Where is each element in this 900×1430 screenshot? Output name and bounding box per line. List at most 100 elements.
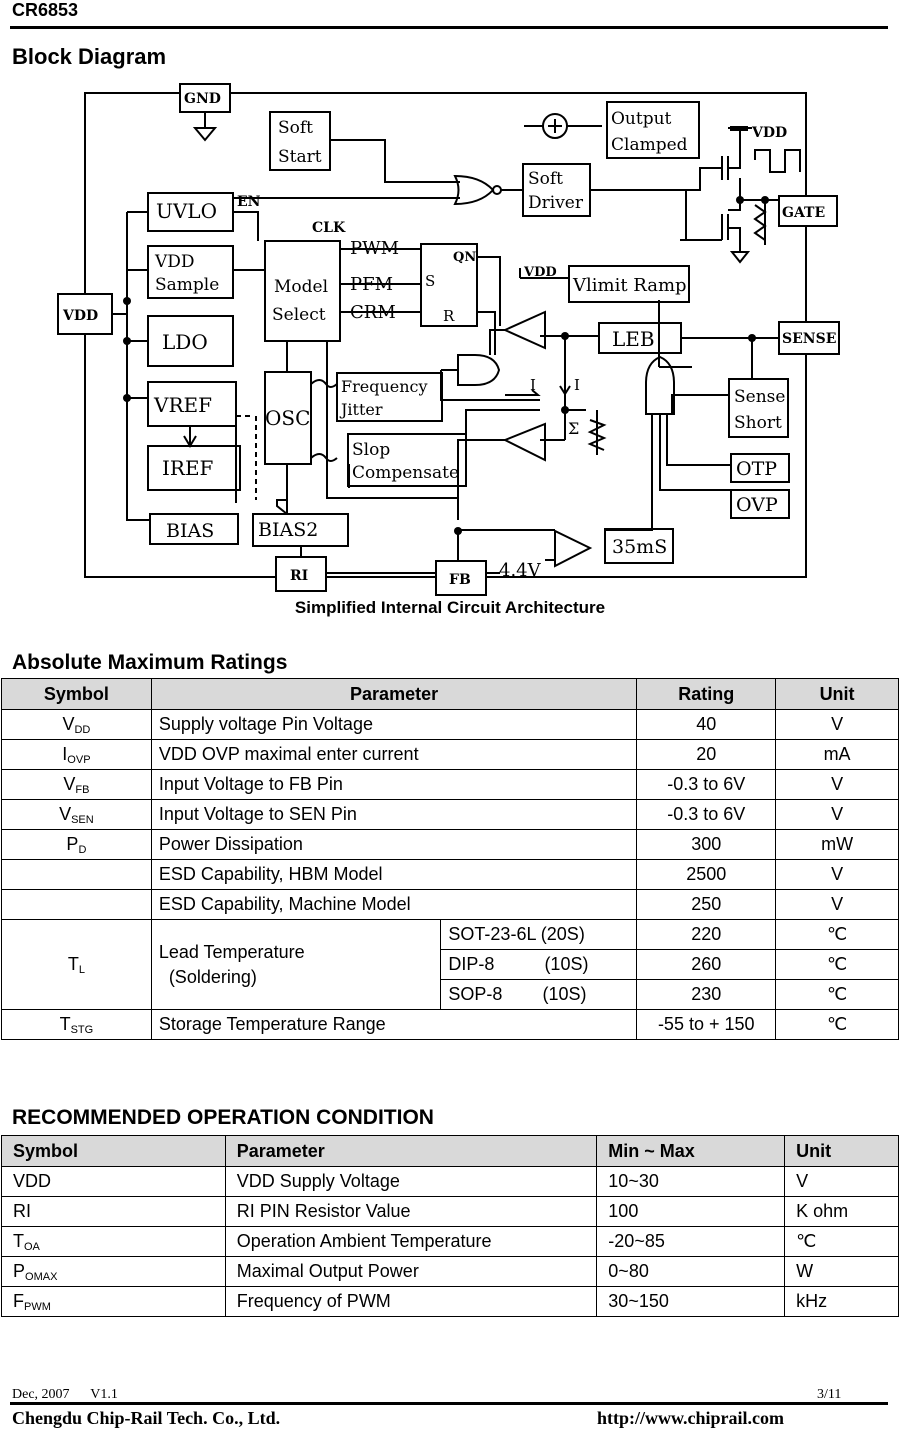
rec-range: 10~30 bbox=[596, 1166, 786, 1197]
abs-unit: V bbox=[775, 709, 899, 740]
abs-unit: V bbox=[775, 799, 899, 830]
abs-lead-rating: 220 bbox=[636, 919, 777, 950]
block-diagram-heading: Block Diagram bbox=[12, 44, 167, 69]
abs-rating: -0.3 to 6V bbox=[636, 769, 777, 800]
abs-symbol-sub: FB bbox=[75, 783, 90, 796]
abs-storage-symbol-main: T bbox=[59, 1013, 71, 1034]
abs-symbol: IOVP bbox=[1, 739, 152, 770]
pfm-label: PFM bbox=[350, 274, 393, 295]
latch-r-label: R bbox=[443, 307, 455, 325]
soft-start-label-1: Soft bbox=[278, 118, 313, 138]
abs-lead-param-1: Lead Temperature bbox=[158, 941, 305, 962]
rec-parameter: Operation Ambient Temperature bbox=[224, 1226, 598, 1257]
rec-unit: K ohm bbox=[784, 1196, 899, 1227]
rec-symbol-main: P bbox=[13, 1260, 26, 1281]
output-clamped-label-1: Output bbox=[611, 109, 672, 129]
iref-label: IREF bbox=[162, 456, 214, 480]
abs-symbol: VFB bbox=[1, 769, 152, 800]
vdd-ramp-label: VDD bbox=[523, 265, 557, 280]
abs-lead-rating: 230 bbox=[636, 979, 777, 1010]
fb-pin-label: FB bbox=[449, 572, 471, 588]
freq-jitter-label-2: Jitter bbox=[339, 400, 383, 419]
abs-lead-package: DIP-8 (10S) bbox=[440, 949, 638, 980]
footer-page-number: 3/11 bbox=[817, 1387, 842, 1402]
rec-symbol-main: RI bbox=[13, 1201, 31, 1221]
abs-lead-symbol-main: T bbox=[67, 953, 79, 974]
rec-parameter: Maximal Output Power bbox=[224, 1256, 598, 1287]
abs-unit: mA bbox=[775, 739, 899, 770]
bias-label: BIAS bbox=[166, 520, 214, 542]
rec-header-symbol: Symbol bbox=[1, 1135, 226, 1167]
leb-label: LEB bbox=[612, 327, 655, 351]
t35ms-label: 35mS bbox=[612, 536, 667, 558]
vdd-pin-label: VDD bbox=[62, 308, 98, 324]
rec-symbol: RI bbox=[1, 1196, 226, 1227]
abs-symbol-main: I bbox=[62, 743, 68, 764]
slop-comp-label-2: Compensate bbox=[352, 463, 459, 483]
abs-symbol bbox=[1, 889, 152, 920]
abs-parameter: Supply voltage Pin Voltage bbox=[150, 709, 638, 740]
footer-rule bbox=[10, 1402, 888, 1405]
rec-symbol-main: VDD bbox=[13, 1171, 52, 1191]
i-label-2: I bbox=[574, 376, 580, 394]
abs-max-heading: Absolute Maximum Ratings bbox=[12, 651, 288, 674]
clk-label: CLK bbox=[312, 220, 346, 236]
header-rule bbox=[10, 26, 888, 29]
rec-symbol-sub: OA bbox=[24, 1240, 40, 1253]
rec-symbol-main: F bbox=[13, 1290, 24, 1311]
ldo-label: LDO bbox=[162, 330, 208, 354]
vdd-sample-label-2: Sample bbox=[155, 275, 219, 295]
freq-jitter-label-1: Frequency bbox=[341, 377, 428, 396]
vref-label: VREF bbox=[153, 393, 212, 417]
rec-symbol: POMAX bbox=[1, 1256, 226, 1287]
rec-unit: kHz bbox=[784, 1286, 899, 1317]
rec-range: 0~80 bbox=[596, 1256, 786, 1287]
footer-company: Chengdu Chip-Rail Tech. Co., Ltd. bbox=[12, 1408, 281, 1428]
abs-lead-param-2: (Soldering) bbox=[168, 966, 257, 987]
diagram-caption: Simplified Internal Circuit Architecture bbox=[294, 598, 606, 617]
abs-storage-symbol-sub: STG bbox=[70, 1023, 94, 1036]
abs-lead-rating: 260 bbox=[636, 949, 777, 980]
abs-symbol-main: P bbox=[66, 833, 79, 854]
abs-rating: -0.3 to 6V bbox=[636, 799, 777, 830]
abs-symbol-sub: DD bbox=[74, 723, 91, 736]
rec-range: 100 bbox=[596, 1196, 786, 1227]
abs-unit: V bbox=[775, 889, 899, 920]
abs-header-parameter: Parameter bbox=[150, 678, 638, 710]
rec-symbol-sub: OMAX bbox=[25, 1270, 58, 1283]
model-select-label-2: Select bbox=[272, 305, 326, 325]
ovp-label: OVP bbox=[736, 494, 778, 516]
osc-label: OSC bbox=[265, 406, 310, 430]
i-label-1: I bbox=[530, 376, 536, 394]
rec-header-range: Min ~ Max bbox=[596, 1135, 786, 1167]
latch-qn-label: QN bbox=[453, 250, 476, 265]
abs-rating: 40 bbox=[636, 709, 777, 740]
abs-rating: 20 bbox=[636, 739, 777, 770]
abs-lead-package: SOT-23-6L (20S) bbox=[440, 919, 638, 950]
abs-header-rating: Rating bbox=[636, 678, 777, 710]
rec-header-parameter: Parameter bbox=[224, 1135, 598, 1167]
abs-header-symbol: Symbol bbox=[1, 678, 152, 710]
sigma-label: Σ bbox=[568, 419, 579, 438]
bias2-label: BIAS2 bbox=[258, 519, 318, 541]
rec-unit: W bbox=[784, 1256, 899, 1287]
soft-driver-label-2: Driver bbox=[528, 193, 584, 213]
rec-header-unit: Unit bbox=[784, 1135, 899, 1167]
model-select-label-1: Model bbox=[274, 277, 328, 297]
rec-unit: ℃ bbox=[784, 1226, 899, 1257]
rec-symbol: TOA bbox=[1, 1226, 226, 1257]
abs-parameter: Input Voltage to SEN Pin bbox=[150, 799, 638, 830]
pwm-label: PWM bbox=[350, 238, 399, 259]
abs-rating: 300 bbox=[636, 829, 777, 860]
